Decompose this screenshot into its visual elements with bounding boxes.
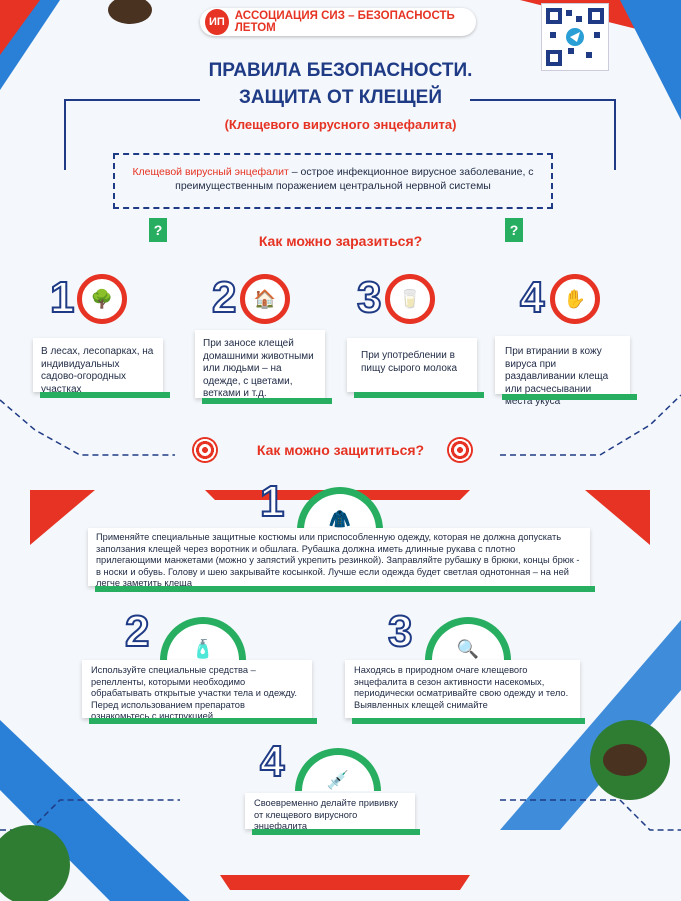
- page-title-line2: ЗАЩИТА ОТ КЛЕЩЕЙ: [238, 87, 442, 108]
- definition-text: – острое инфекционное вирусное заболеван…: [175, 166, 534, 193]
- infection-text: В лесах, лесопарках, на индивидуальных с…: [41, 346, 154, 395]
- infection-card: При втирании в кожу вируса при раздавлив…: [495, 336, 630, 407]
- card-accent: [95, 586, 595, 592]
- banner-text: АССОЦИАЦИЯ СИЗ – БЕЗОПАСНОСТЬ ЛЕТОМ: [234, 10, 455, 34]
- card-accent: [252, 829, 420, 835]
- infection-text: При употреблении в пищу сырого молока: [361, 350, 458, 374]
- infection-card: При употреблении в пищу сырого молока: [347, 338, 477, 392]
- card-accent: [352, 718, 585, 724]
- protection-card: Используйте специальные средства – репел…: [82, 660, 312, 722]
- infection-card: При заносе клещей домашними животными ил…: [195, 330, 325, 399]
- protection-number: 1: [259, 477, 286, 526]
- card-accent: [202, 398, 332, 404]
- definition-box: Клещевой вирусный энцефалит – острое инф…: [113, 153, 553, 209]
- hand-icon: ✋: [550, 274, 600, 324]
- card-accent: [89, 718, 317, 724]
- protection-text: Находясь в природном очаге клещевого энц…: [354, 665, 569, 710]
- infection-card: В лесах, лесопарках, на индивидуальных с…: [33, 338, 163, 395]
- card-accent: [354, 392, 484, 398]
- protection-text: Своевременно делайте прививку от клещево…: [254, 798, 399, 832]
- target-icon-right: [447, 437, 473, 463]
- protection-text: Используйте специальные средства – репел…: [91, 665, 297, 722]
- protection-number: 2: [124, 607, 151, 656]
- protection-text: Применяйте специальные защитные костюмы …: [96, 532, 580, 589]
- target-icon-left: [192, 437, 218, 463]
- card-accent: [40, 392, 170, 398]
- protection-number: 4: [259, 737, 286, 786]
- infection-number: 4: [519, 273, 546, 322]
- infection-heading: Как можно заразиться?: [258, 233, 423, 249]
- top-banner: ИП АССОЦИАЦИЯ СИЗ – БЕЗОПАСНОСТЬ ЛЕТОМ: [200, 8, 476, 36]
- infection-number: 3: [356, 273, 383, 322]
- qr-code-icon[interactable]: [541, 3, 609, 71]
- protection-card: Находясь в природном очаге клещевого энц…: [345, 660, 580, 718]
- page-subtitle: (Клещевого вирусного энцефалита): [224, 117, 457, 132]
- question-badge-left: ?: [149, 218, 167, 242]
- protection-card: Применяйте специальные защитные костюмы …: [88, 528, 590, 589]
- infection-number: 1: [49, 273, 76, 322]
- infection-text: При втирании в кожу вируса при раздавлив…: [505, 346, 609, 407]
- card-accent: [502, 394, 637, 400]
- tree-icon: 🌳: [77, 274, 127, 324]
- infection-number: 2: [211, 273, 238, 322]
- question-badge-right: ?: [505, 218, 523, 242]
- page-title-line1: ПРАВИЛА БЕЗОПАСНОСТИ.: [208, 60, 473, 81]
- infection-text: При заносе клещей домашними животными ил…: [203, 338, 314, 399]
- protection-card: Своевременно делайте прививку от клещево…: [245, 793, 415, 832]
- association-logo-icon: ИП: [205, 9, 229, 35]
- definition-term: Клещевой вирусный энцефалит: [132, 166, 289, 178]
- protection-number: 3: [387, 607, 414, 656]
- milk-can-icon: 🥛: [385, 274, 435, 324]
- protection-heading: Как можно защититься?: [256, 442, 425, 458]
- animals-icon: 🏠: [240, 274, 290, 324]
